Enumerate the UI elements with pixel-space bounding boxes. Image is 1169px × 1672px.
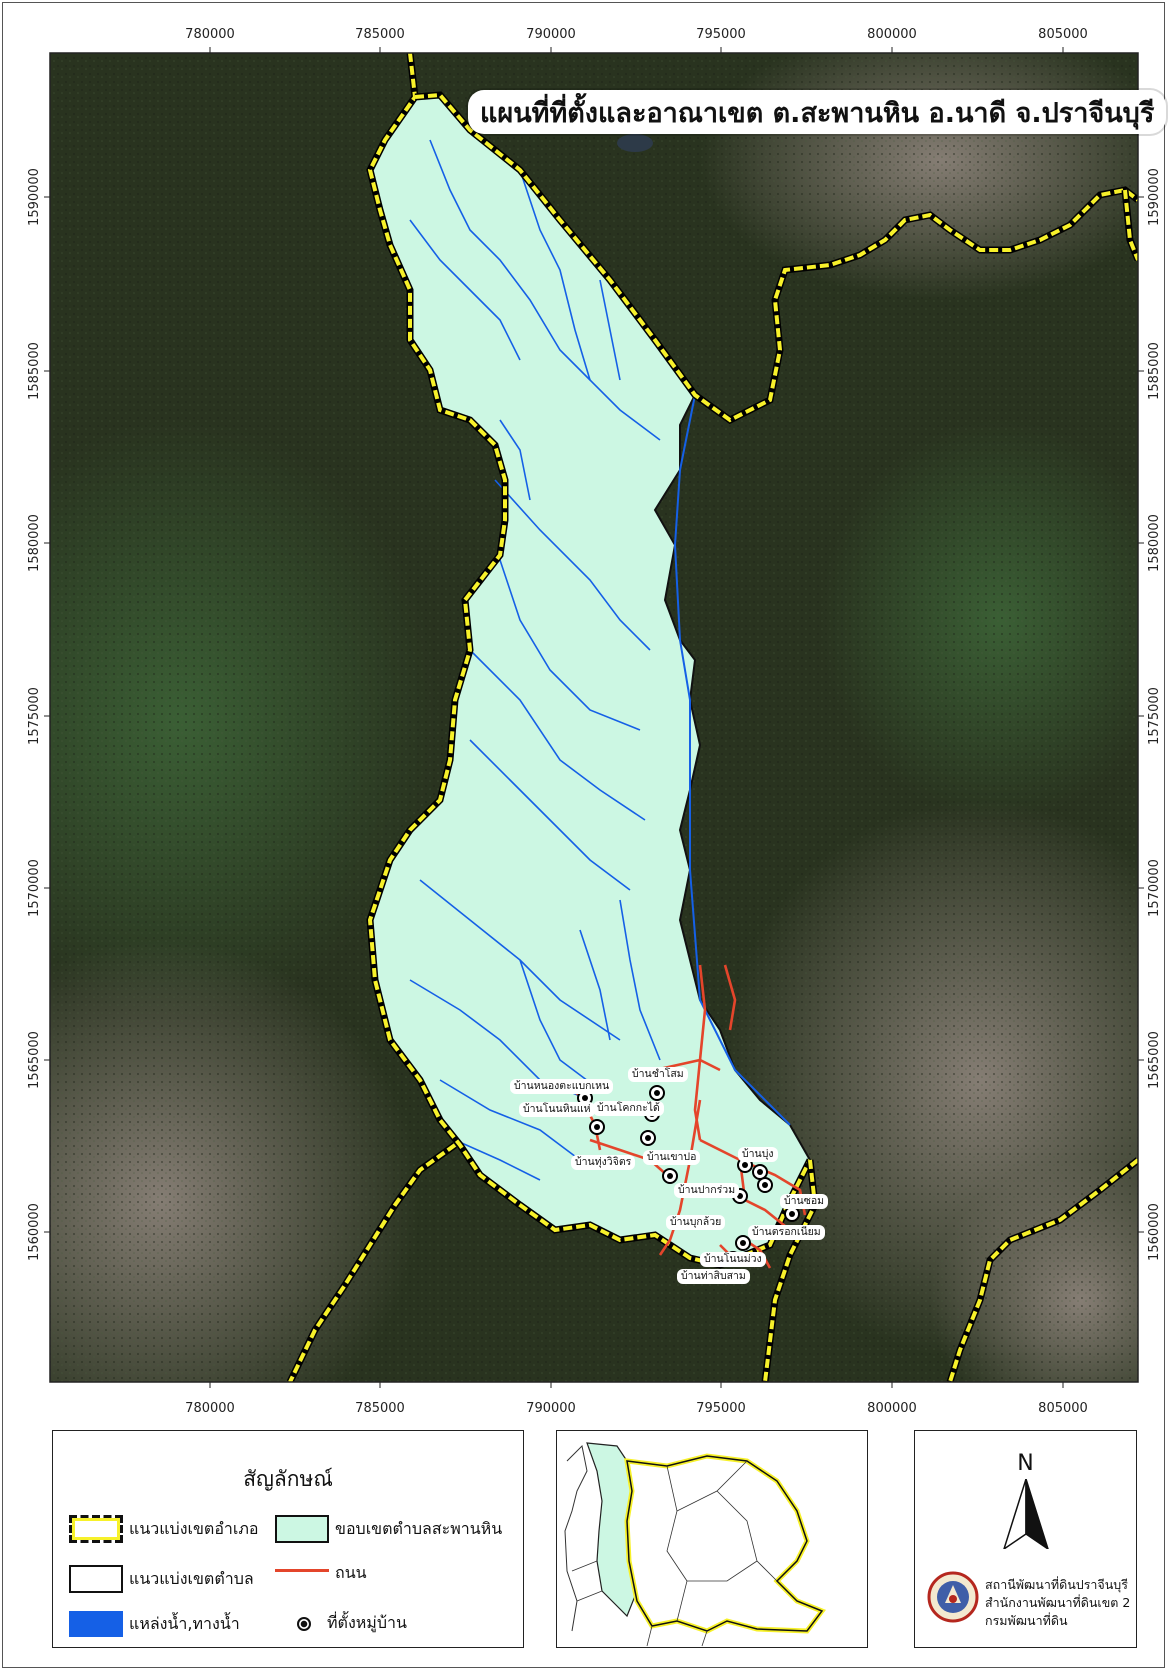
village-label: บ้านโคกกะได้ <box>593 1101 664 1116</box>
x-tick-label: 780000 <box>185 27 235 42</box>
village-label: บ้านซอม <box>780 1194 829 1209</box>
y-tick-label: 1570000 <box>1147 859 1162 917</box>
legend-label: ขอบเขตตำบลสะพานหิน <box>335 1518 503 1538</box>
satellite-imagery <box>50 53 1138 1382</box>
x-tick-label: 795000 <box>696 27 746 42</box>
x-tick-labels-top: 780000 785000 790000 795000 800000 80500… <box>185 27 1088 42</box>
y-tick-labels-right: 1590000 1585000 1580000 1575000 1570000 … <box>1147 168 1162 1261</box>
agency-line: กรมพัฒนาที่ดิน <box>985 1613 1068 1628</box>
y-tick-label: 1560000 <box>1147 1203 1162 1261</box>
x-tick-label: 790000 <box>526 1401 576 1416</box>
legend-label: แนวแบ่งเขตอำเภอ <box>129 1518 259 1538</box>
inset-map <box>556 1430 868 1648</box>
village-label: บ้านบุ่ง <box>738 1147 778 1162</box>
village-label: บ้านตรอกเนียม <box>748 1225 825 1240</box>
village-marker[interactable] <box>757 1177 773 1193</box>
x-tick-label: 795000 <box>696 1401 746 1416</box>
north-arrow-icon <box>1003 1479 1049 1549</box>
legend-label: ที่ตั้งหมู่บ้าน <box>327 1613 407 1632</box>
legend-item-subdistrict-area: ขอบเขตตำบลสะพานหิน <box>275 1515 502 1543</box>
y-tick-label: 1570000 <box>27 859 42 917</box>
village-label: บ้านท่าสิบสาม <box>677 1269 750 1284</box>
legend-label: แนวแบ่งเขตตำบล <box>129 1568 254 1588</box>
agency-line: สำนักงานพัฒนาที่ดินเขต 2 <box>985 1595 1131 1610</box>
map-title: แผนที่ที่ตั้งและอาณาเขต ต.สะพานหิน อ.นาด… <box>468 90 1167 134</box>
x-tick-labels-bottom: 780000 785000 790000 795000 800000 80500… <box>185 1401 1088 1416</box>
north-arrow-panel: N สถานีพัฒนาที่ดินปราจีนบุรี สำนักงานพัฒ… <box>914 1430 1137 1648</box>
village-label: บ้านโนนหินแห่ <box>519 1102 595 1117</box>
village-point-icon <box>297 1616 311 1631</box>
river <box>673 394 791 1126</box>
village-label: บ้านเขาปอ <box>643 1150 701 1165</box>
village-marker[interactable] <box>589 1119 605 1135</box>
x-tick-label: 805000 <box>1038 1401 1088 1416</box>
village-marker[interactable] <box>649 1085 665 1101</box>
district-boundary-swatch <box>69 1515 123 1543</box>
village-label: บ้านหนองตะแบกเหน <box>510 1079 614 1094</box>
x-tick-label: 780000 <box>185 1401 235 1416</box>
y-tick-label: 1580000 <box>1147 514 1162 572</box>
y-tick-label: 1565000 <box>27 1031 42 1089</box>
village-label: บ้านชำโสม <box>628 1067 688 1082</box>
y-tick-label: 1585000 <box>27 342 42 400</box>
legend-label: ถนน <box>335 1563 367 1582</box>
water-swatch <box>69 1611 123 1637</box>
subdistrict-boundary-swatch <box>69 1565 123 1593</box>
road-swatch <box>275 1569 329 1572</box>
village-label: บ้านปากร่วม <box>674 1183 740 1198</box>
agency-line: สถานีพัฒนาที่ดินปราจีนบุรี <box>985 1577 1128 1592</box>
inset-map-canvas <box>564 1442 826 1647</box>
tick-marks <box>44 47 1144 1388</box>
village-label: บ้านทุ่งวิจิตร <box>571 1155 636 1170</box>
y-tick-label: 1575000 <box>1147 687 1162 745</box>
legend-title: สัญลักษณ์ <box>243 1467 333 1491</box>
y-tick-label: 1565000 <box>1147 1031 1162 1089</box>
district-boundary-lines <box>286 53 1138 1382</box>
x-tick-label: 800000 <box>867 27 917 42</box>
legend-label: แหล่งน้ำ,ทางน้ำ <box>129 1613 240 1633</box>
village-marker[interactable] <box>752 1164 768 1180</box>
subdistrict-area-swatch <box>275 1515 329 1543</box>
x-tick-label: 805000 <box>1038 27 1088 42</box>
y-tick-label: 1575000 <box>27 687 42 745</box>
legend: สัญลักษณ์ แนวแบ่งเขตอำเภอ ขอบเขตตำบลสะพา… <box>52 1430 524 1648</box>
x-tick-label: 800000 <box>867 1401 917 1416</box>
map-border <box>49 52 1139 1383</box>
village-label: บ้านบุกล้วย <box>666 1215 726 1230</box>
y-tick-label: 1590000 <box>27 168 42 226</box>
x-tick-label: 785000 <box>355 1401 405 1416</box>
village-marker[interactable] <box>662 1168 678 1184</box>
y-tick-label: 1580000 <box>27 514 42 572</box>
north-label: N <box>1017 1451 1034 1476</box>
legend-item-water: แหล่งน้ำ,ทางน้ำ <box>69 1611 240 1637</box>
agency-seal-icon <box>927 1571 979 1623</box>
y-tick-label: 1560000 <box>27 1203 42 1261</box>
x-tick-label: 785000 <box>355 27 405 42</box>
legend-item-village: ที่ตั้งหมู่บ้าน <box>297 1611 407 1636</box>
agency-text: สถานีพัฒนาที่ดินปราจีนบุรี สำนักงานพัฒนา… <box>985 1576 1130 1630</box>
legend-item-road: ถนน <box>275 1563 367 1586</box>
village-label: บ้านโนนม่วง <box>700 1252 766 1267</box>
legend-item-district: แนวแบ่งเขตอำเภอ <box>69 1515 259 1543</box>
legend-item-subdistrict-boundary: แนวแบ่งเขตตำบล <box>69 1565 254 1593</box>
y-tick-label: 1590000 <box>1147 168 1162 226</box>
y-tick-label: 1585000 <box>1147 342 1162 400</box>
y-tick-labels-left: 1590000 1585000 1580000 1575000 1570000 … <box>27 168 42 1261</box>
village-marker[interactable] <box>640 1130 656 1146</box>
village-marker[interactable] <box>784 1206 800 1222</box>
x-tick-label: 790000 <box>526 27 576 42</box>
village-marker[interactable] <box>735 1235 751 1251</box>
